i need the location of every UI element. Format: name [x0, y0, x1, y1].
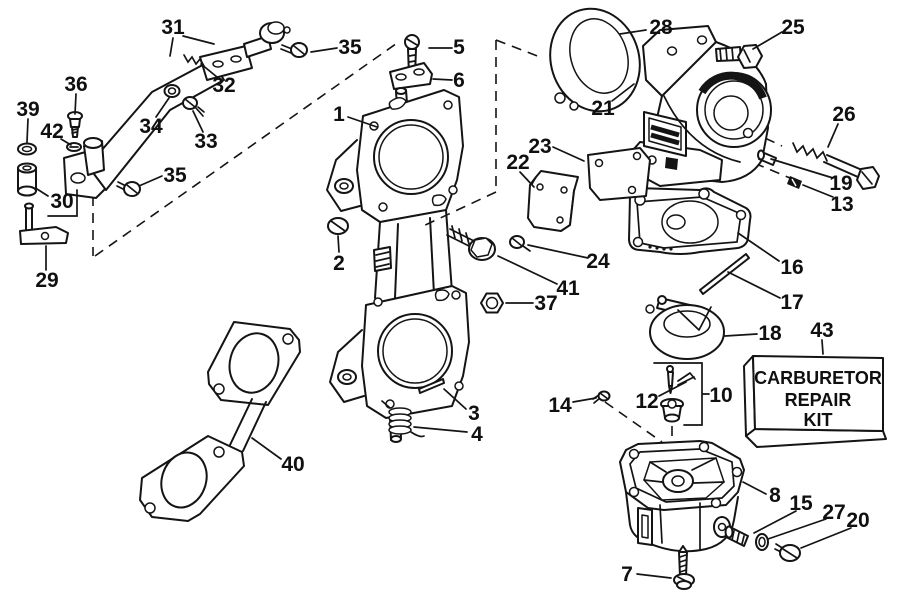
- part-label-25-5: 25: [781, 16, 805, 39]
- part-screw-36: [67, 111, 83, 138]
- part-label-27-38: 27: [822, 501, 845, 524]
- part-label-43-29: 43: [810, 319, 833, 342]
- part-label-17-26: 17: [780, 291, 803, 314]
- part-label-41-23: 41: [556, 277, 580, 300]
- part-spacer-sleeve: [17, 162, 37, 197]
- part-float-18: [645, 295, 725, 360]
- part-drain-screw-7: [673, 545, 695, 590]
- part-washer-39: [17, 142, 37, 156]
- part-screw-24: [509, 235, 531, 252]
- part-spring-32: [183, 54, 205, 67]
- part-washer-27: [755, 533, 769, 551]
- part-label-35-1: 35: [338, 36, 362, 59]
- part-label-40-35: 40: [281, 453, 304, 476]
- part-label-2-21: 2: [333, 252, 345, 275]
- part-gasket-23: [587, 147, 651, 201]
- part-label-3-30: 3: [468, 402, 480, 425]
- part-screw-33: [182, 96, 205, 117]
- part-gasket-28: [549, 7, 641, 113]
- part-label-24-22: 24: [586, 250, 610, 273]
- part-cover-plate-22: [527, 170, 579, 232]
- part-label-10-34: 10: [709, 384, 732, 407]
- part-label-28-4: 28: [649, 16, 673, 39]
- part-screw-35a: [280, 42, 308, 58]
- part-label-5-2: 5: [453, 36, 465, 59]
- part-spring-4: [381, 400, 425, 438]
- part-label-23-15: 23: [528, 135, 551, 158]
- part-fitting-19: [757, 149, 777, 166]
- part-bolt-41: [446, 225, 496, 261]
- part-screw-14: [592, 390, 611, 404]
- leader-lines: [26, 29, 852, 579]
- part-plug-2: [327, 217, 349, 235]
- part-label-6-3: 6: [453, 69, 465, 92]
- kit-box-line-1: CARBURETOR: [754, 368, 882, 388]
- part-label-4-31: 4: [471, 423, 483, 446]
- part-label-30-20: 30: [50, 190, 73, 213]
- part-label-36-6: 36: [64, 73, 87, 96]
- part-label-31-0: 31: [161, 16, 185, 39]
- part-repair-kit-box: CARBURETOR REPAIR KIT: [743, 355, 887, 448]
- part-double-gasket: [139, 321, 301, 522]
- part-label-32-10: 32: [212, 74, 235, 97]
- part-label-15-37: 15: [789, 492, 813, 515]
- part-label-42-8: 42: [40, 120, 63, 143]
- part-rod-17: [699, 253, 750, 295]
- part-label-7-40: 7: [621, 563, 633, 586]
- part-screw-35b: [116, 181, 141, 197]
- part-needle-and-seat: [653, 362, 710, 426]
- part-label-18-28: 18: [758, 322, 782, 345]
- kit-box-line-2: REPAIR: [785, 390, 852, 410]
- part-throttle-linkage-arm: [63, 21, 291, 199]
- part-label-16-25: 16: [780, 256, 803, 279]
- part-label-35-19: 35: [163, 164, 187, 187]
- part-nut-13: [787, 176, 802, 189]
- part-bolt-spring-26: [792, 142, 880, 190]
- part-label-33-11: 33: [194, 130, 217, 153]
- part-label-14-32: 14: [548, 394, 572, 417]
- part-label-19-17: 19: [829, 172, 852, 195]
- part-pin-3: [418, 378, 445, 394]
- part-label-13-18: 13: [830, 193, 853, 216]
- part-upper-carburetor-body: [632, 25, 772, 187]
- part-label-34-9: 34: [139, 115, 163, 138]
- part-nut-37: [480, 292, 504, 314]
- part-label-12-33: 12: [635, 390, 658, 413]
- part-label-8-36: 8: [769, 484, 781, 507]
- part-washer-34: [163, 84, 181, 98]
- part-label-26-14: 26: [832, 103, 855, 126]
- part-label-37-24: 37: [534, 292, 557, 315]
- kit-box-line-3: KIT: [804, 410, 833, 430]
- part-screw-20: [774, 543, 801, 562]
- part-bolt-25: [715, 44, 763, 69]
- part-float-bowl: [619, 440, 745, 553]
- part-plate-6: [389, 62, 433, 90]
- part-jet-15: [724, 525, 749, 547]
- part-bowl-gasket-16: [628, 187, 752, 255]
- part-label-20-39: 20: [846, 509, 869, 532]
- part-label-21-13: 21: [591, 97, 615, 120]
- part-label-29-27: 29: [35, 269, 58, 292]
- part-label-39-7: 39: [16, 98, 39, 121]
- part-bracket-pin: [19, 189, 78, 245]
- part-label-1-12: 1: [333, 103, 345, 126]
- part-main-carburetor-body: [326, 87, 470, 443]
- part-label-22-16: 22: [506, 151, 529, 174]
